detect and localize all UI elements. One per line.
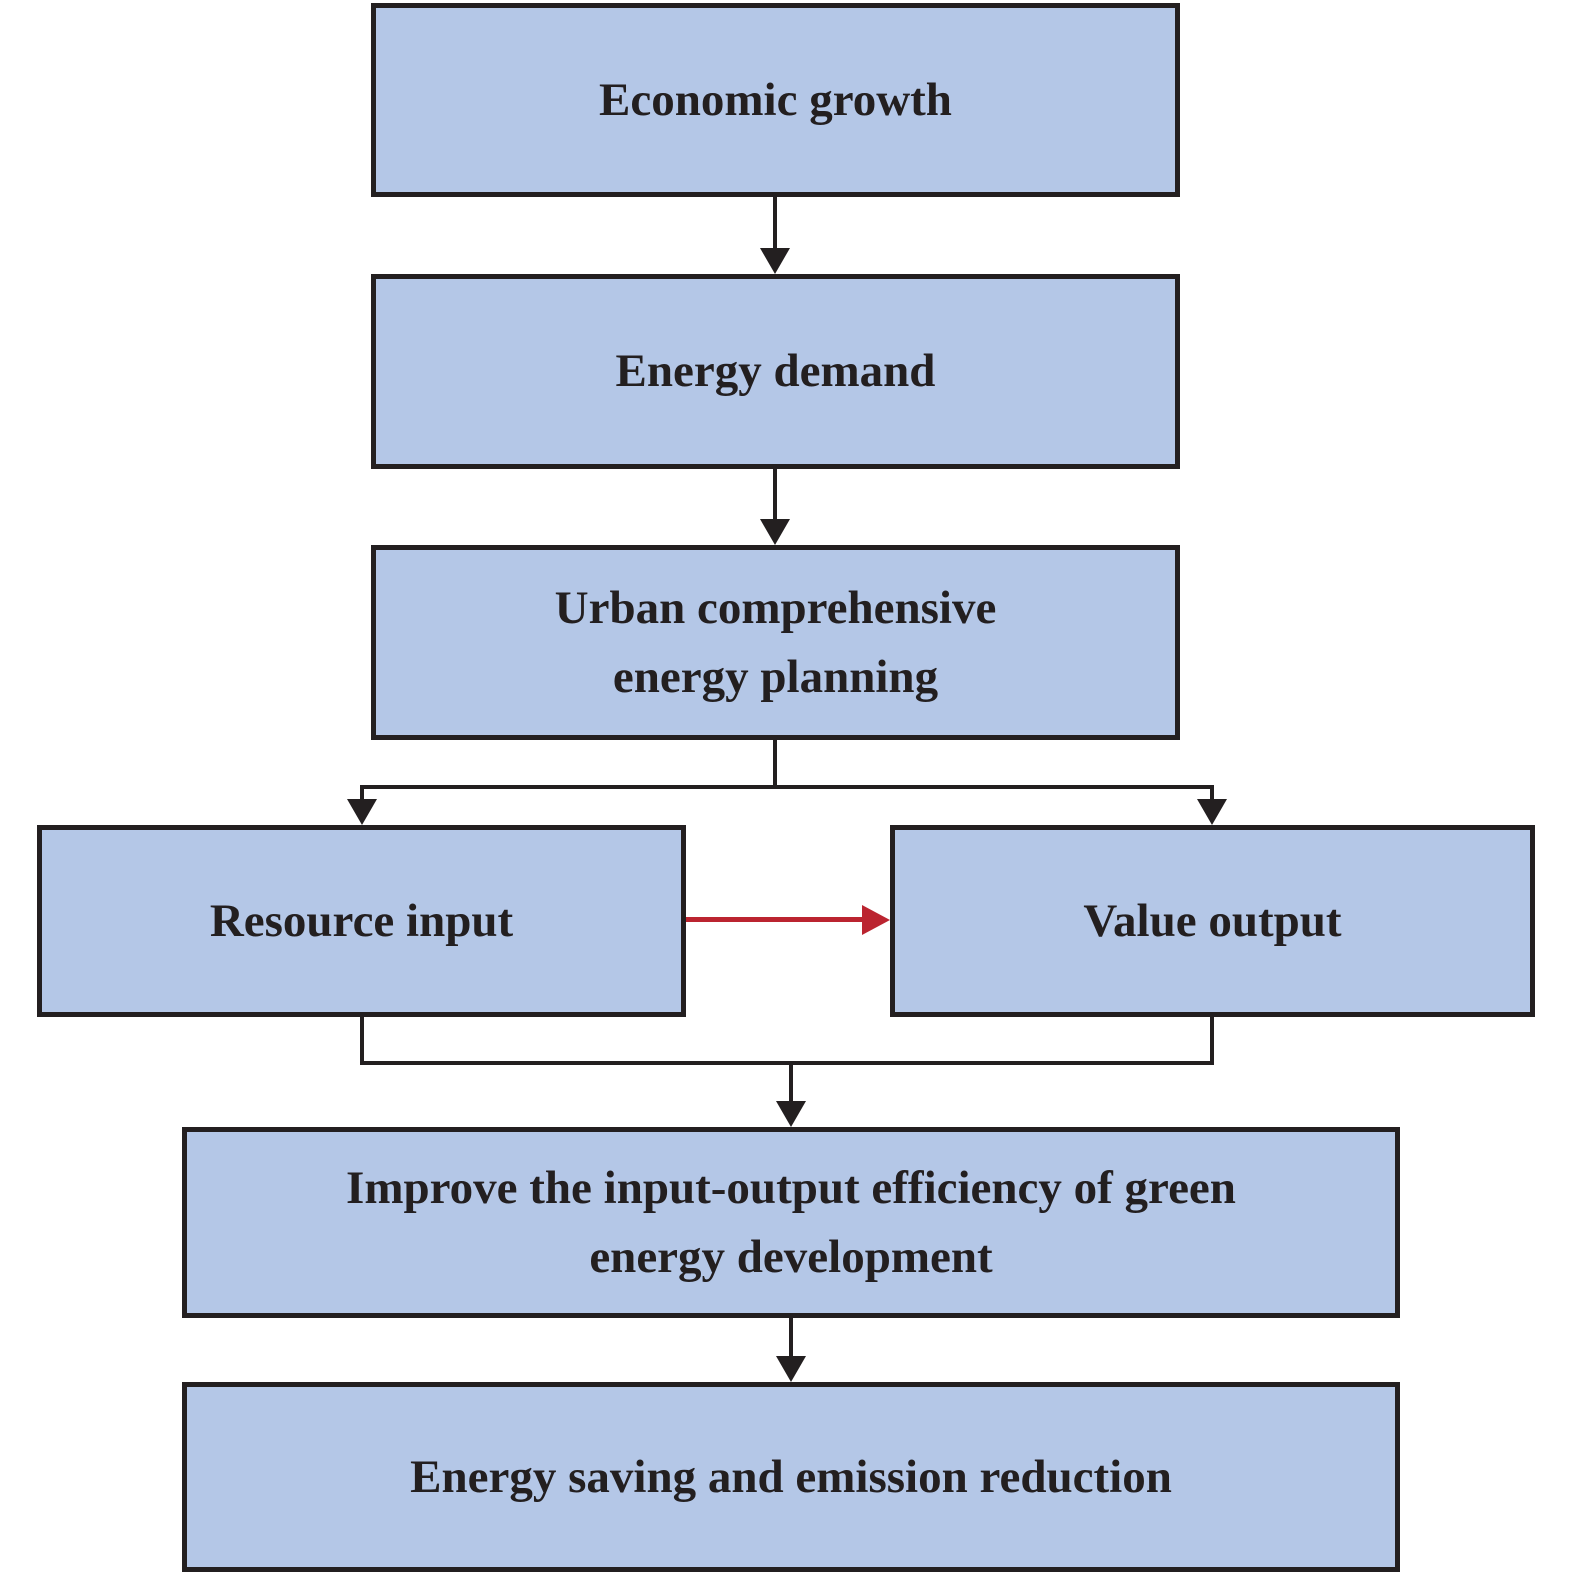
arrowhead-down-icon [1197, 799, 1227, 825]
connector-branch-to-resource-input [360, 785, 364, 801]
connector-resource-input-down [360, 1017, 364, 1065]
node-energy-demand: Energy demand [371, 274, 1180, 469]
arrowhead-down-icon [760, 519, 790, 545]
connector-demand-to-planning [773, 469, 777, 521]
node-energy-saving-emission-reduction: Energy saving and emission reduction [182, 1382, 1400, 1572]
connector-planning-branch-bar [360, 785, 1214, 789]
arrowhead-down-icon [776, 1356, 806, 1382]
connector-planning-branch-stem [773, 740, 777, 789]
connector-resource-to-value-red [686, 917, 864, 922]
arrowhead-down-icon [347, 799, 377, 825]
arrowhead-right-red-icon [862, 905, 890, 935]
connector-convergence-bar [360, 1061, 1214, 1065]
arrowhead-down-icon [760, 248, 790, 274]
node-value-output: Value output [890, 825, 1535, 1017]
node-economic-growth: Economic growth [371, 3, 1180, 197]
connector-economic-to-demand [773, 197, 777, 250]
connector-branch-to-value-output [1210, 785, 1214, 801]
connector-convergence-stem [789, 1061, 793, 1103]
arrowhead-down-icon [776, 1101, 806, 1127]
connector-value-output-down [1210, 1017, 1214, 1065]
node-urban-comprehensive-energy-planning: Urban comprehensive energy planning [371, 545, 1180, 740]
node-resource-input: Resource input [37, 825, 686, 1017]
connector-efficiency-to-saving [789, 1318, 793, 1358]
node-improve-input-output-efficiency: Improve the input-output efficiency of g… [182, 1127, 1400, 1318]
